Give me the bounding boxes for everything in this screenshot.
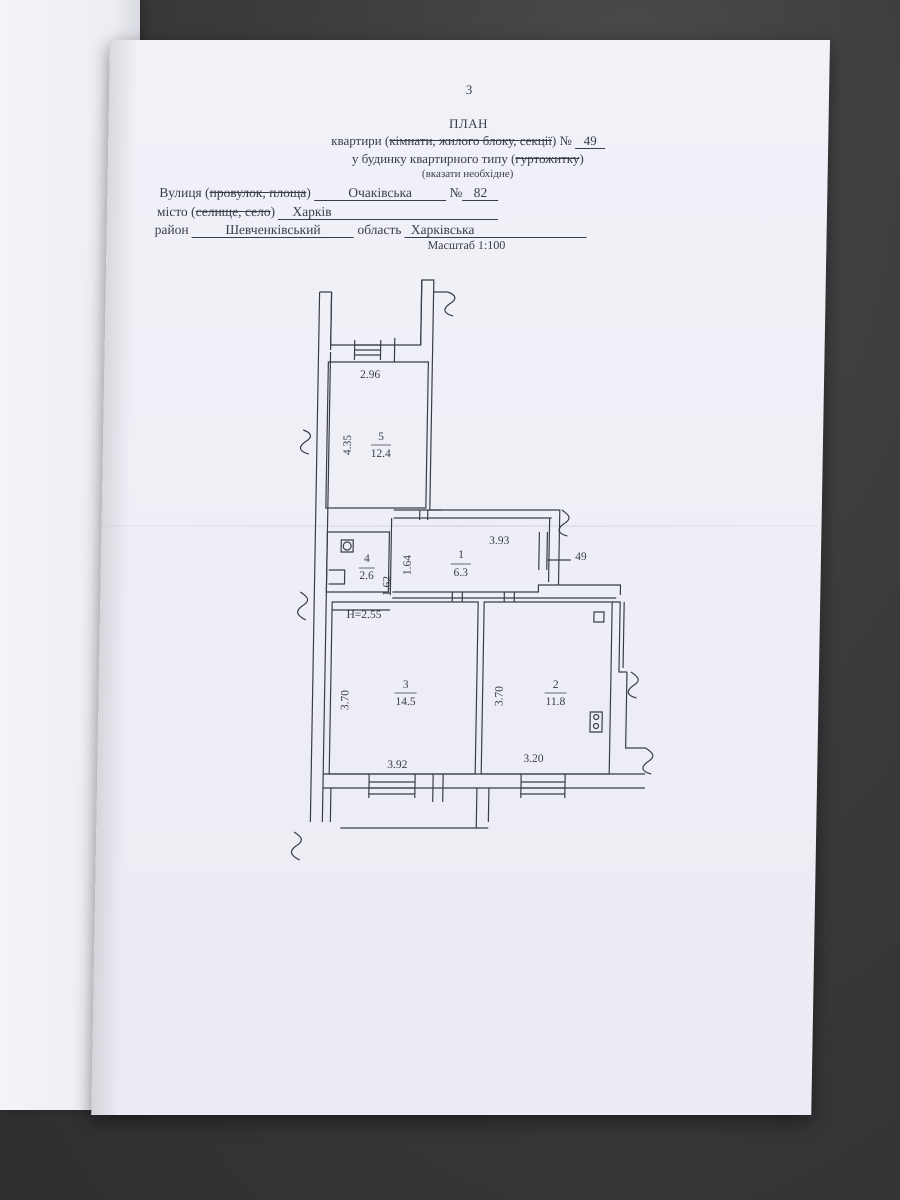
dim-room3-length: 3.70 [339, 690, 351, 710]
dim-room3-width: 3.92 [387, 759, 408, 771]
room-1-number: 1 [458, 549, 464, 561]
area-fraction-lines [358, 444, 567, 694]
room-5-area: 12.4 [371, 448, 392, 460]
room-4-area: 2.6 [359, 570, 374, 582]
room-2-number: 2 [553, 679, 559, 691]
ceiling-height: H=2.55 [346, 609, 381, 621]
dim-hall-length: 1.64 [402, 555, 414, 575]
dim-room5-length: 4.35 [342, 435, 354, 455]
dim-room5-width: 2.96 [360, 369, 381, 381]
room-3-area: 14.5 [395, 696, 416, 708]
room-3-number: 3 [403, 679, 409, 691]
room-4-number: 4 [364, 553, 370, 565]
dim-room2-width: 3.20 [523, 753, 544, 765]
entrance-label: 49 [575, 551, 587, 563]
dim-room2-length: 3.70 [493, 686, 505, 706]
room-2-area: 11.8 [545, 696, 565, 708]
floor-plan: 5 12.4 4 2.6 1 6.3 3 14.5 2 11.8 2.96 4.… [290, 279, 654, 861]
plan-walls [290, 279, 654, 861]
dim-hall-width: 3.93 [489, 535, 510, 547]
room-5-number: 5 [378, 431, 384, 443]
dim-bath-width: 1.62 [381, 576, 393, 596]
document-page: 3 ПЛАН квартири (кімнати, жилого блоку, … [91, 40, 831, 1115]
room-1-area: 6.3 [453, 567, 468, 579]
